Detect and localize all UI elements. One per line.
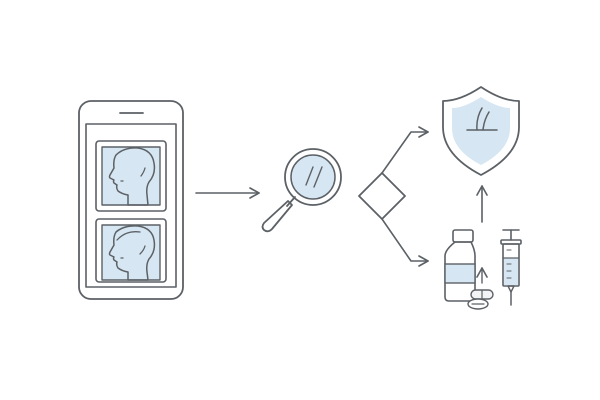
pills-icon [467, 289, 494, 310]
syringe-icon [500, 229, 522, 306]
scalp-profile-icon [95, 218, 167, 283]
hair-shield-icon [442, 86, 520, 176]
medicine-bottle-icon [444, 229, 476, 302]
smartphone-icon [78, 100, 184, 300]
profile-head-icon [95, 140, 167, 212]
magnifying-glass-icon [261, 148, 342, 233]
decision-diamond-icon [358, 126, 429, 267]
